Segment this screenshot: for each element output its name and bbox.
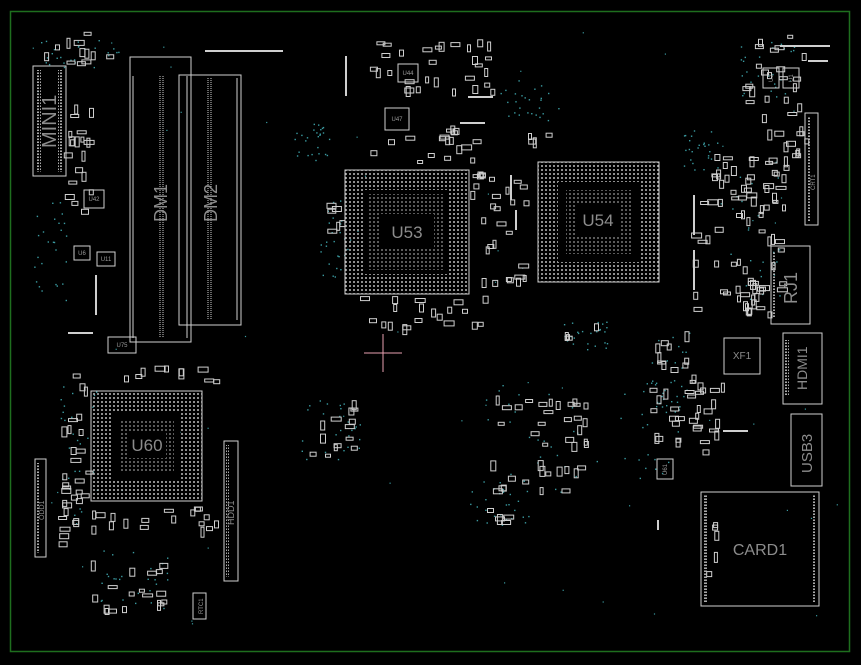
- u44-label: U44: [402, 71, 414, 77]
- chip-u61[interactable]: U61: [656, 458, 674, 480]
- u11-label: U11: [101, 257, 112, 263]
- chip-u6[interactable]: U6: [73, 245, 91, 261]
- board-outline: [9, 10, 851, 653]
- chip-u53[interactable]: U53: [344, 169, 470, 295]
- crystal-xf1[interactable]: XF1: [723, 337, 761, 375]
- hdmi1-label: HDMI1: [794, 346, 810, 390]
- chip-u42[interactable]: U42: [83, 189, 105, 209]
- mini1-label: MINI1: [39, 95, 61, 148]
- u61-label: U61: [663, 463, 669, 475]
- chip-u60[interactable]: U60: [90, 390, 203, 502]
- u6-label: U6: [78, 251, 86, 257]
- crosshair-cursor-icon: [364, 334, 402, 372]
- u53-label: U53: [391, 223, 422, 242]
- u47-label: U47: [391, 117, 403, 123]
- crt1-label: CRT1: [811, 174, 817, 190]
- u54-label: U54: [582, 211, 613, 230]
- connector-odd1[interactable]: ODD1: [34, 458, 47, 558]
- card1-label: CARD1: [733, 542, 787, 559]
- battery-rtc1[interactable]: RTC1: [192, 592, 207, 620]
- u2-label: U2: [769, 74, 775, 82]
- odd1-label: ODD1: [39, 500, 46, 520]
- connector-hdd1[interactable]: HDD1: [223, 440, 239, 582]
- rtc1-label: RTC1: [199, 598, 205, 614]
- connector-dm2[interactable]: DM2: [178, 74, 242, 326]
- connector-dm1[interactable]: DM1: [129, 56, 192, 343]
- connector-card1[interactable]: CARD1: [700, 491, 820, 607]
- dm2-label: DM2: [201, 184, 221, 222]
- usb3-label: USB3: [799, 434, 816, 473]
- hdd1-label: HDD1: [226, 500, 236, 525]
- u1-label: U1: [789, 74, 795, 82]
- u42-label: U42: [88, 197, 100, 203]
- xf1-label: XF1: [733, 351, 752, 362]
- connector-usb3[interactable]: USB3: [790, 413, 823, 487]
- connector-mini1[interactable]: MINI1: [32, 65, 67, 177]
- chip-u75[interactable]: U75: [107, 336, 137, 354]
- chip-u44[interactable]: U44: [397, 63, 419, 83]
- connector-rj1[interactable]: RJ1: [770, 245, 811, 325]
- dm1-label: DM1: [151, 184, 171, 222]
- chip-u54[interactable]: U54: [537, 161, 660, 283]
- connector-crt1[interactable]: CRT1: [804, 112, 819, 226]
- via-field: [32, 32, 838, 625]
- chip-u11[interactable]: U11: [96, 251, 116, 267]
- smd-components: [44, 31, 830, 615]
- chip-u47[interactable]: U47: [384, 107, 410, 131]
- u60-label: U60: [131, 436, 162, 455]
- chip-u1[interactable]: U1: [782, 67, 800, 89]
- chip-u2[interactable]: U2: [762, 67, 780, 89]
- rj1-label: RJ1: [781, 272, 801, 304]
- u75-label: U75: [116, 343, 128, 349]
- connector-hdmi1[interactable]: HDMI1: [782, 332, 823, 405]
